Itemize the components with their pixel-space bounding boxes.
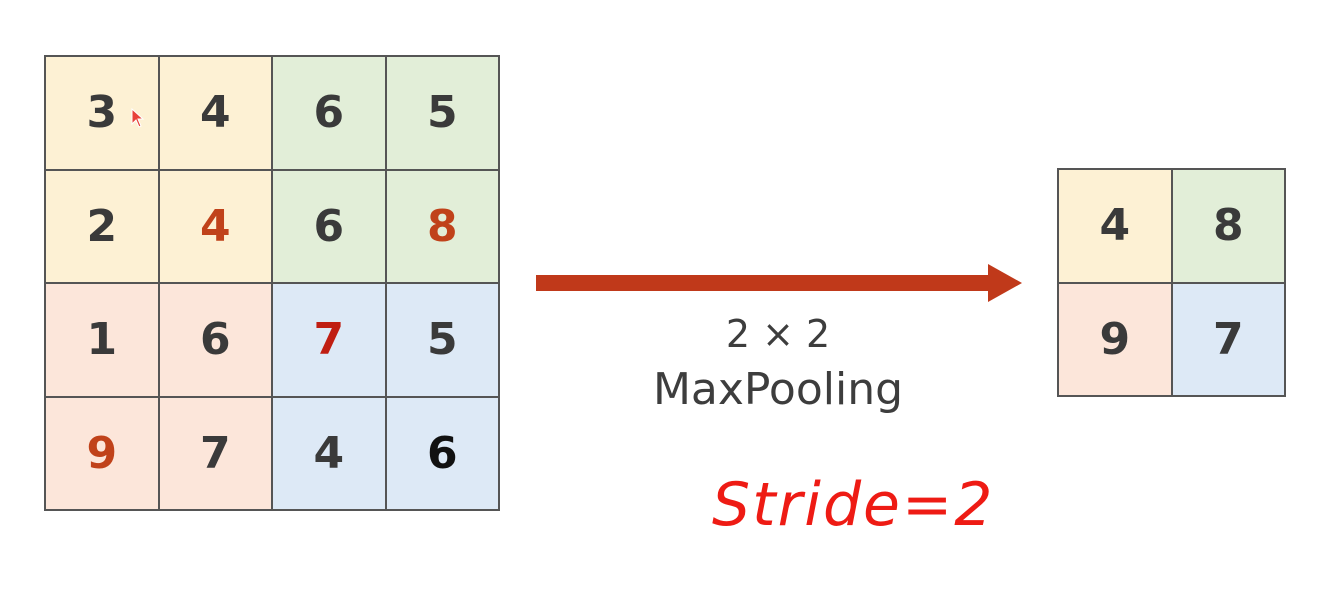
- stride-annotation: Stride=2: [712, 470, 995, 540]
- input-cell-r2-c1: 2: [46, 170, 158, 282]
- pooling-arrow: [536, 264, 1022, 302]
- input-cell-r3-c4: 5: [386, 284, 498, 396]
- input-cell-r2-c3: 6: [273, 170, 385, 282]
- input-cell-r3-c2: 6: [159, 284, 271, 396]
- input-cell-r1-c1: 3: [46, 57, 158, 169]
- input-cell-r4-c3: 4: [273, 397, 385, 509]
- arrow-shaft: [536, 275, 994, 291]
- input-cell-r4-c2: 7: [159, 397, 271, 509]
- input-cell-r1-c3: 6: [273, 57, 385, 169]
- input-cell-r4-c1: 9: [46, 397, 158, 509]
- input-cell-r3-c1: 1: [46, 284, 158, 396]
- pooling-operation-name: MaxPooling: [652, 364, 904, 415]
- input-cell-r1-c2: 4: [159, 57, 271, 169]
- input-cell-r2-c2: 4: [159, 170, 271, 282]
- mouse-pointer-icon: [131, 108, 145, 128]
- input-cell-r4-c4: 6: [386, 397, 498, 509]
- input-cell-r1-c4: 5: [386, 57, 498, 169]
- input-cell-r2-c4: 8: [386, 170, 498, 282]
- output-cell-r2-c2: 7: [1172, 283, 1284, 395]
- output-cell-r1-c2: 8: [1172, 170, 1284, 282]
- input-cell-r3-c3: 7: [273, 284, 385, 396]
- pooling-window-size: 2 × 2: [725, 312, 831, 356]
- output-cell-r2-c1: 9: [1059, 283, 1171, 395]
- output-cell-r1-c1: 4: [1059, 170, 1171, 282]
- output-feature-map: 4 8 9 7: [1057, 168, 1286, 397]
- arrow-head-icon: [988, 264, 1022, 302]
- input-feature-map: 3 4 6 5 2 4 6 8 1 6 7 5 9 7 4 6: [44, 55, 500, 511]
